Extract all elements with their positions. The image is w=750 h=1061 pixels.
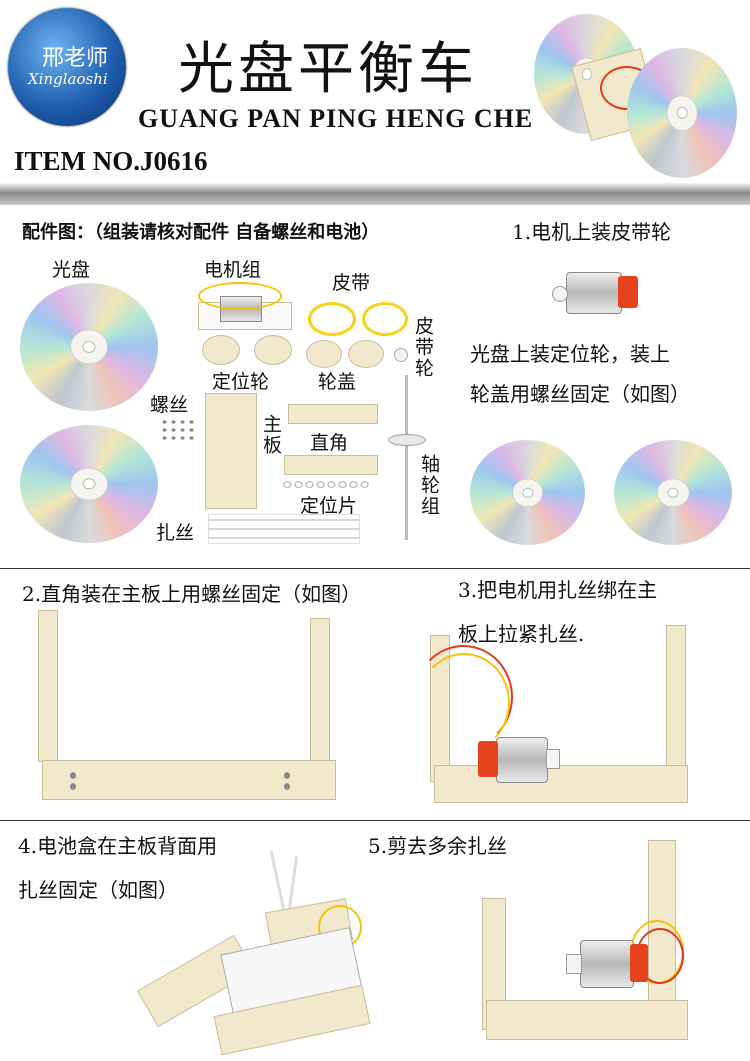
label-locating-piece: 定位片 [300,495,358,517]
step2-title: 2.直角装在主板上用螺丝固定（如图） [22,582,362,606]
label-belt: 皮带 [332,272,371,294]
step1-line2: 光盘上装定位轮，装上 [470,342,670,366]
label-locating-wheel: 定位轮 [212,371,270,393]
step5-photo [480,840,692,1052]
part-belt-2 [362,302,408,336]
label-screws: 螺丝 [150,394,189,416]
label-disc: 光盘 [52,259,91,281]
part-right-angle-2 [284,455,378,475]
step3-line1: 3.把电机用扎丝绑在主 [458,578,658,602]
part-disc-2 [20,425,158,543]
product-disc-front [627,48,737,178]
item-number: ITEM NO.J0616 [14,146,208,176]
label-wheel-cover: 轮盖 [318,371,357,393]
parts-heading: 配件图：（组装请核对配件 自备螺丝和电池） [22,222,380,243]
step3-line2: 板上拉紧扎丝. [458,622,585,646]
part-screws [160,418,196,442]
part-wheel-cover-1 [306,340,342,368]
brand-logo: 邢老师 Xinglaoshi [8,8,126,126]
step1-line3: 轮盖用螺丝固定（如图） [470,382,690,406]
label-shaft-wheel-group: 轴轮组 [418,454,440,517]
section-divider-2 [0,820,750,821]
part-wheel-cover-2 [348,340,384,368]
part-locating-wheel-1 [202,335,240,365]
logo-script-text: Xinglaoshi [28,70,108,88]
product-title-en: GUANG PAN PING HENG CHE [138,104,534,133]
part-locating-pieces [282,480,370,489]
step5-title: 5.剪去多余扎丝 [368,834,508,858]
label-zip-tie: 扎丝 [156,522,195,544]
product-title-cn: 光盘平衡车 [178,37,478,102]
logo-brand-text: 邢老师 [42,46,109,71]
step2-photo [38,610,338,815]
part-zip-ties [208,514,360,544]
label-belt-wheel: 皮带轮 [412,316,434,379]
part-motor-group [198,282,294,332]
label-right-angle: 直角 [310,432,349,454]
part-locating-wheel-2 [254,335,292,365]
step1-disc-left [470,440,585,545]
part-disc-1 [20,283,158,411]
part-main-board [205,393,257,509]
step4-photo [137,850,375,1056]
header-divider-bar [0,183,750,205]
part-shaft-pulley [388,434,426,446]
product-photo [530,6,745,181]
step3-photo [404,625,689,815]
label-main-board: 主板 [260,414,282,456]
part-belt-1 [308,302,356,336]
part-shaft [405,375,408,540]
step1-title: 1.电机上装皮带轮 [512,220,672,244]
label-motor-group: 电机组 [204,259,262,281]
part-small-pulley [394,348,408,362]
step4-line2: 扎丝固定（如图） [18,878,178,902]
section-divider-1 [0,568,750,569]
step4-line1: 4.电池盒在主板背面用 [18,834,218,858]
step1-disc-right [614,440,732,545]
step1-motor-photo [552,268,642,318]
part-right-angle-1 [288,404,378,424]
